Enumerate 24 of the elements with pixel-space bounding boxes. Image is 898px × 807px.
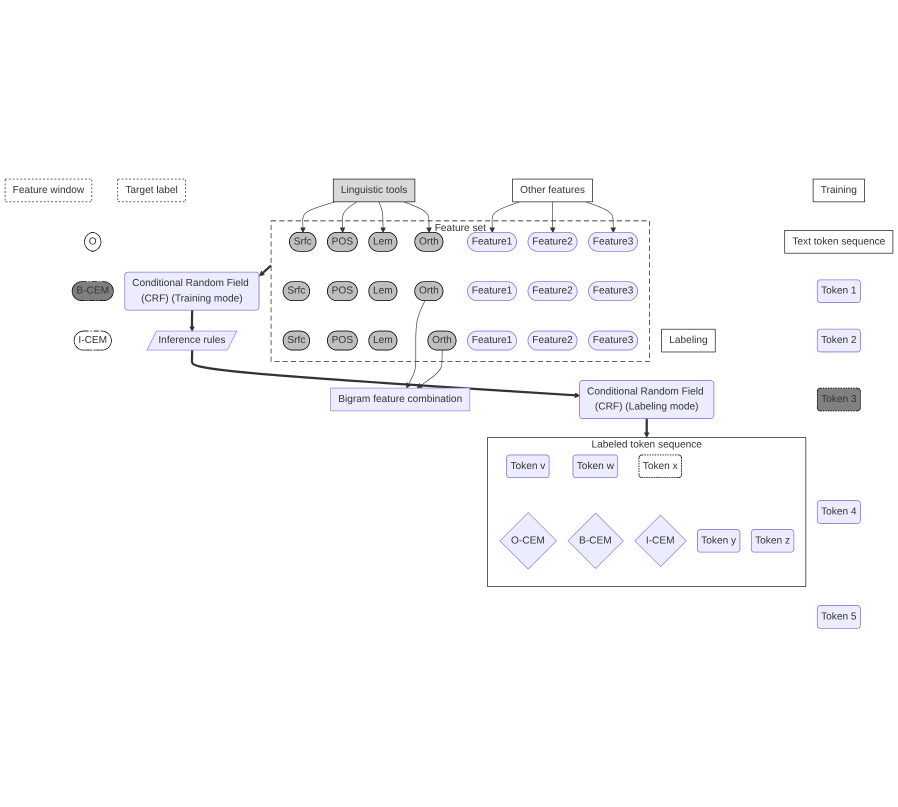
arrow	[416, 350, 443, 388]
arrow	[406, 300, 426, 388]
node-box: Bigram feature combination	[330, 388, 470, 411]
node-diamond: B-CEM	[567, 512, 624, 569]
node-diamond: O-CEM	[500, 512, 557, 570]
node-box: Feature window	[4, 178, 92, 202]
arrow	[489, 201, 520, 233]
node-box: Other features	[512, 178, 593, 202]
arrow	[550, 201, 556, 233]
node-box: Labeling	[661, 328, 716, 352]
node-diamond: I-CEM	[634, 514, 687, 567]
arrow	[259, 264, 272, 276]
node-box: Target label	[117, 178, 186, 202]
node-box: Text token sequence	[784, 230, 894, 254]
arrow	[300, 201, 336, 233]
arrow	[404, 201, 432, 233]
arrow	[585, 201, 616, 233]
arrow	[340, 201, 358, 233]
node-box: Training	[812, 178, 865, 202]
arrow	[189, 310, 195, 332]
arrow	[378, 201, 386, 233]
arrow	[644, 418, 650, 438]
arrow	[190, 350, 580, 398]
node-box: Linguistic tools	[332, 178, 416, 202]
